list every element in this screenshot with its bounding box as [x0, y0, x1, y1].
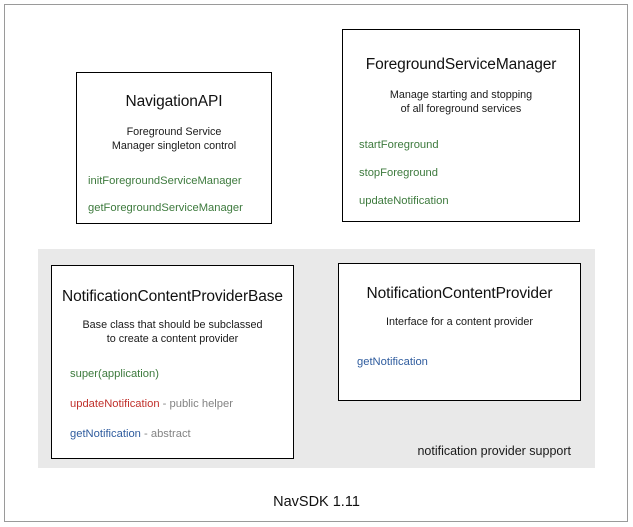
class-description-navigation-api: Foreground Service Manager singleton con…	[77, 125, 271, 154]
class-description-line-1: Manage starting and stopping	[389, 89, 533, 101]
diagram-outer-frame	[4, 4, 628, 522]
member-item[interactable]: getNotification - abstract	[70, 427, 293, 440]
member-name: updateNotification	[70, 397, 160, 410]
member-list-foreground-service-manager: startForeground stopForeground updateNot…	[343, 138, 579, 208]
class-title-notification-content-provider-base: NotificationContentProviderBase	[62, 288, 283, 305]
class-description-line-2: to create a content provider	[106, 333, 239, 346]
member-item[interactable]: initForegroundServiceManager	[88, 174, 271, 187]
member-item[interactable]: updateNotification - public helper	[70, 397, 293, 410]
member-list-notification-content-provider-base: super(application) updateNotification - …	[52, 367, 293, 441]
member-item[interactable]: super(application)	[70, 367, 293, 380]
class-description-notification-content-provider: Interface for a content provider	[339, 315, 580, 329]
class-description-line-1: Interface for a content provider	[385, 316, 534, 328]
group-panel-caption: notification provider support	[417, 444, 571, 458]
member-item[interactable]: startForeground	[359, 138, 579, 151]
class-description-line-1: Foreground Service	[126, 126, 222, 138]
class-description-line-2: of all foreground services	[400, 103, 522, 116]
class-description-line-1: Base class that should be subclassed	[82, 319, 263, 331]
member-name: updateNotification	[359, 194, 449, 207]
class-box-navigation-api[interactable]: NavigationAPI Foreground Service Manager…	[76, 72, 272, 224]
member-name: getNotification	[357, 356, 428, 369]
class-title-navigation-api: NavigationAPI	[125, 93, 223, 110]
member-list-navigation-api: initForegroundServiceManager getForegrou…	[77, 174, 271, 214]
member-name: startForeground	[359, 138, 439, 151]
member-note: - public helper	[159, 397, 233, 410]
diagram-footer-title: NavSDK 1.11	[273, 494, 360, 510]
member-name: getForegroundServiceManager	[88, 201, 243, 214]
member-list-notification-content-provider: getNotification	[339, 357, 580, 368]
class-description-foreground-service-manager: Manage starting and stopping of all fore…	[343, 88, 579, 117]
member-name: stopForeground	[359, 166, 438, 179]
class-box-notification-content-provider-base[interactable]: NotificationContentProviderBase Base cla…	[51, 265, 294, 459]
member-name: getNotification	[70, 427, 141, 440]
member-name: super(application)	[70, 367, 159, 380]
class-description-line-2: Manager singleton control	[111, 140, 237, 153]
member-note: - abstract	[140, 427, 191, 440]
member-item[interactable]: getNotification	[357, 357, 580, 368]
class-title-notification-content-provider: NotificationContentProvider	[366, 285, 553, 302]
member-item[interactable]: updateNotification	[359, 194, 579, 207]
class-title-foreground-service-manager: ForegroundServiceManager	[365, 56, 557, 73]
member-item[interactable]: getForegroundServiceManager	[88, 201, 271, 214]
class-description-notification-content-provider-base: Base class that should be subclassed to …	[52, 318, 293, 347]
member-item[interactable]: stopForeground	[359, 166, 579, 179]
class-box-notification-content-provider[interactable]: NotificationContentProvider Interface fo…	[338, 263, 581, 401]
member-name: initForegroundServiceManager	[88, 174, 242, 187]
class-box-foreground-service-manager[interactable]: ForegroundServiceManager Manage starting…	[342, 29, 580, 222]
